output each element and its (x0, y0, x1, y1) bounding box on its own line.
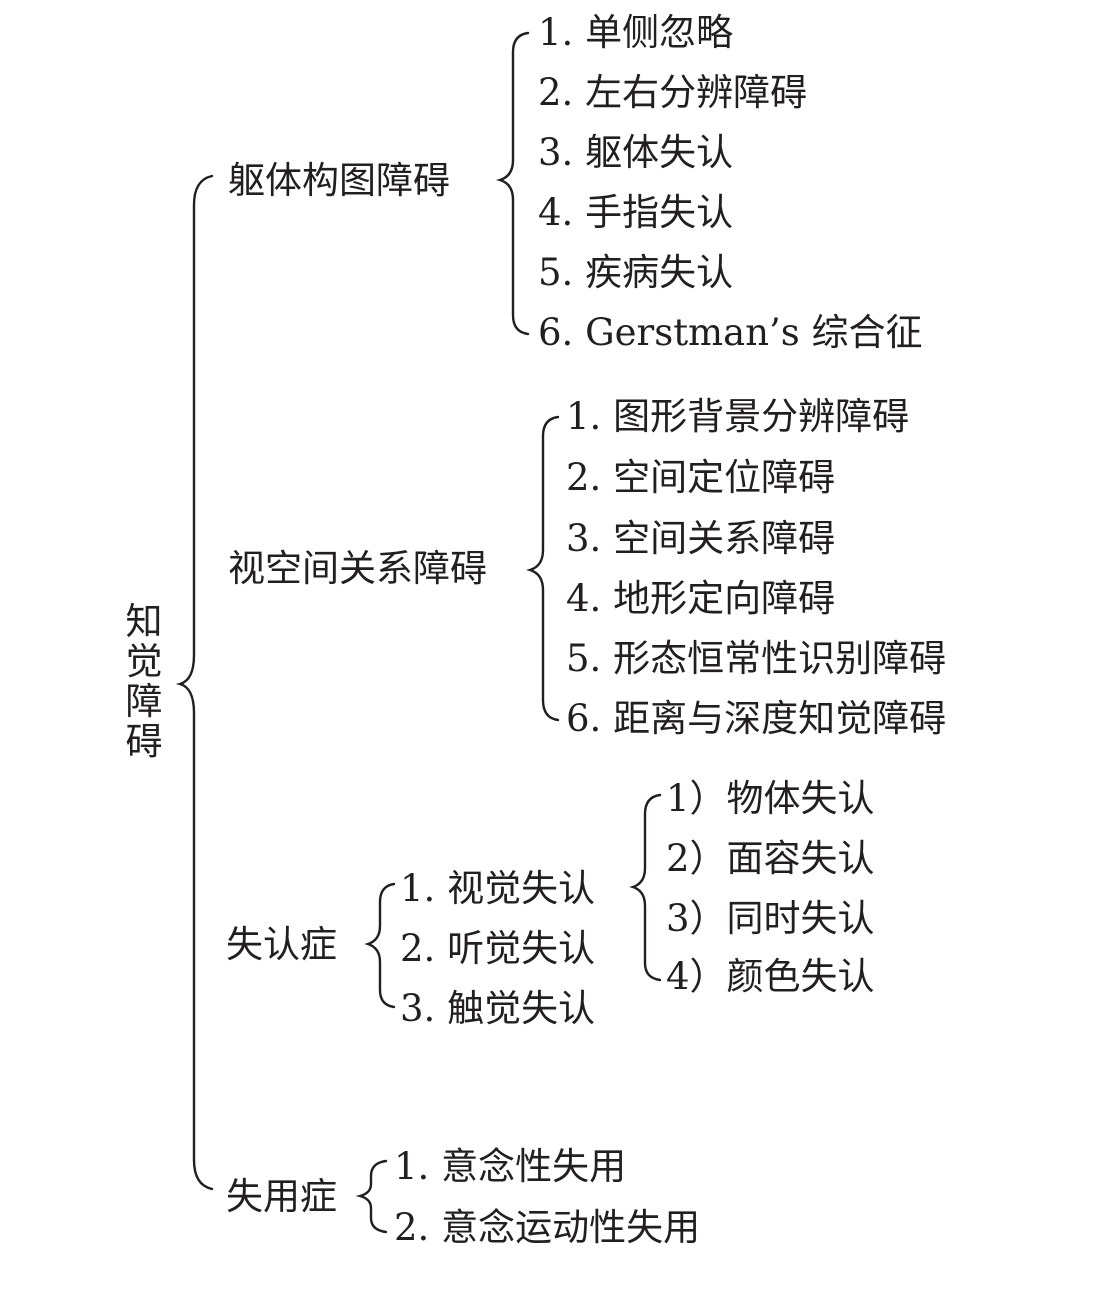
list-item: 2. 意念运动性失用 (394, 1206, 701, 1249)
list-item: 3. 空间关系障碍 (566, 517, 836, 560)
sub-list-item: 2）面容失认 (666, 837, 875, 880)
list-item: 2. 听觉失认 (400, 927, 596, 970)
list-item: 3. 躯体失认 (538, 131, 734, 174)
list-item: 2. 左右分辨障碍 (538, 71, 808, 114)
list-item: 5. 疾病失认 (538, 251, 734, 294)
group-label-body-schema: 躯体构图障碍 (228, 159, 450, 202)
list-item: 4. 地形定向障碍 (566, 577, 836, 620)
list-item: 6. Gerstman’s 综合征 (538, 311, 923, 354)
sub-list-item: 3）同时失认 (666, 897, 875, 940)
group-label-visuospatial: 视空间关系障碍 (228, 547, 487, 590)
list-item: 1. 单侧忽略 (538, 11, 734, 54)
sub-list-item: 4）颜色失认 (666, 955, 875, 998)
group-3-brace (364, 882, 396, 1009)
root-label: 知觉障碍 (125, 600, 163, 763)
group-label-apraxia: 失用症 (226, 1175, 337, 1218)
group-4-brace (355, 1159, 388, 1234)
group-1-brace (495, 31, 530, 336)
list-item: 1. 视觉失认 (400, 867, 596, 910)
list-item: 1. 图形背景分辨障碍 (566, 395, 910, 438)
list-item: 6. 距离与深度知觉障碍 (566, 697, 947, 740)
list-item: 1. 意念性失用 (394, 1145, 627, 1188)
group-label-agnosia: 失认症 (226, 923, 337, 966)
list-item: 5. 形态恒常性识别障碍 (566, 637, 947, 680)
list-item: 4. 手指失认 (538, 191, 734, 234)
root-brace (175, 174, 214, 1191)
group-3-sub-brace (629, 793, 662, 982)
sub-list-item: 1）物体失认 (666, 777, 875, 820)
list-item: 2. 空间定位障碍 (566, 456, 836, 499)
list-item: 3. 触觉失认 (400, 987, 596, 1030)
group-2-brace (525, 415, 560, 722)
